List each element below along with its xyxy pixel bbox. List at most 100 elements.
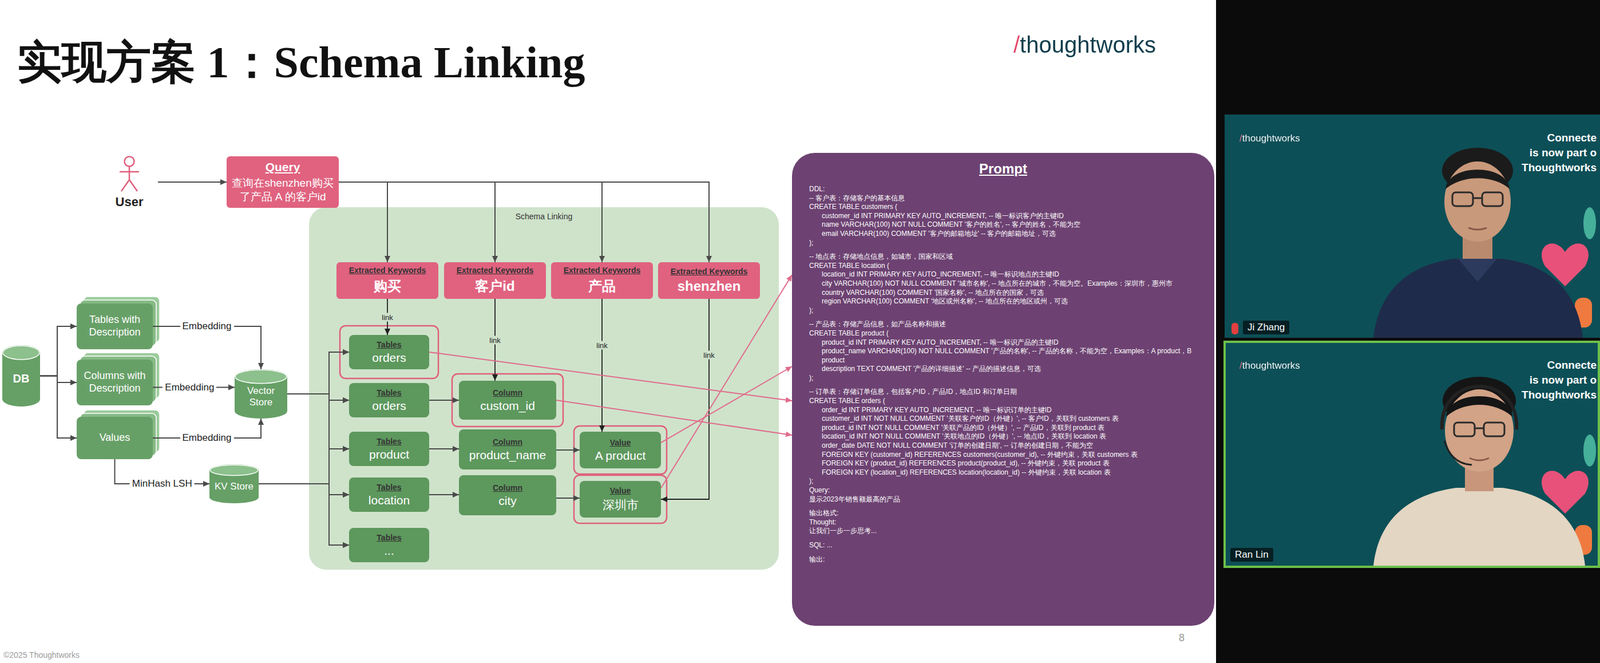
cylinder-body [2, 345, 41, 407]
banner-text: is now part o [1529, 146, 1597, 160]
box-text: 深圳市 [602, 496, 639, 513]
box-text: 查询在shenzhen购买了产品 A 的客户id [231, 176, 335, 204]
connector [338, 181, 710, 263]
source-stack: Columns with Description [76, 359, 153, 406]
box-heading: Tables [376, 436, 402, 446]
prompt-line: 显示2023年销售额最高的产品 [809, 494, 1198, 505]
schema-linking-region: Schema LinkingExtracted Keywords购买Extrac… [309, 207, 779, 570]
cylinder-top [2, 345, 40, 360]
prompt-line: -- 客户表：存储客户的基本信息 [809, 193, 1198, 204]
muted-mic-icon [1231, 322, 1239, 335]
slide-ground [0, 0, 1217, 663]
box-text: location [368, 493, 410, 508]
connector [429, 448, 459, 450]
connector [258, 483, 350, 495]
prompt-line: name VARCHAR(100) NOT NULL COMMENT '客户的姓… [809, 220, 1198, 230]
highlight-outline [573, 425, 667, 474]
user-figure [113, 155, 145, 193]
video-tile [1224, 341, 1599, 567]
prompt-line: Thought: [809, 517, 1198, 528]
box-label: KV Store [214, 480, 254, 493]
call-ground [1216, 0, 1600, 663]
user-actor: User [100, 155, 158, 216]
prompt-line: region VARCHAR(100) COMMENT '地区或州名称', --… [809, 296, 1198, 307]
box-heading: Value [610, 485, 632, 495]
collar [1458, 258, 1497, 282]
prompt-line: product_name VARCHAR(100) NOT NULL COMME… [809, 346, 1198, 365]
database-cylinder: DB [2, 345, 41, 407]
keyword-box: Extracted Keywords客户id [444, 262, 546, 299]
participant-figure [1373, 147, 1583, 338]
prompt-line: ); [809, 476, 1198, 486]
table-box: Tableslocation [349, 477, 430, 512]
box-label: Columns with Description [81, 369, 149, 395]
connector [152, 326, 261, 370]
box-label: Schema Linking [515, 211, 573, 221]
value-box: ValueA product [579, 431, 661, 469]
face [1444, 161, 1511, 242]
table-box: Tablesorders [349, 334, 430, 370]
box-text: A product [595, 448, 647, 463]
column-box: Columncustom_id [458, 380, 557, 420]
query-box: Query 查询在shenzhen购买了产品 A 的客户id [226, 156, 339, 208]
box-text: orders [371, 398, 407, 413]
highlight-outline [573, 474, 667, 524]
box-text: orders [371, 350, 407, 365]
keyword-box: Extracted Keywords产品 [551, 262, 653, 299]
glasses [1454, 422, 1475, 437]
box-text: 产品 [588, 276, 616, 296]
face [1444, 389, 1514, 472]
box-heading: Extracted Keywords [670, 266, 748, 276]
prompt-line: product_id INT NOT NULL COMMENT '关联产品的ID… [809, 423, 1198, 433]
prompt-line: 输出: [809, 555, 1198, 565]
cylinder-body [209, 464, 259, 504]
leaf-shape [1583, 207, 1596, 240]
hair-fringe [1446, 395, 1513, 417]
column-box: Columnproduct_name [458, 429, 557, 470]
box-text: 客户id [474, 276, 515, 296]
page-number: 8 [1178, 631, 1185, 645]
connector [556, 449, 580, 451]
prompt-line: -- 产品表：存储产品信息，如产品名称和描述 [809, 319, 1198, 330]
connector [258, 448, 350, 484]
headset-mic [1444, 440, 1472, 465]
keyword-box: Extracted Keywords购买 [336, 262, 439, 299]
column-box: Columncity [458, 474, 557, 516]
connector [157, 181, 227, 183]
brand-logo: /thoughtworks [1013, 30, 1156, 59]
connector [338, 181, 495, 263]
prompt-line: order_date DATE NOT NULL COMMENT '订单的创建日… [809, 441, 1198, 451]
banner-text: Thoughtworks [1521, 161, 1597, 175]
prompt-line: description TEXT COMMENT '产品的详细描述' -- 产品… [809, 364, 1198, 374]
connector [556, 497, 580, 499]
glasses [1483, 422, 1505, 437]
box-heading: Column [492, 482, 523, 493]
connector [660, 298, 710, 499]
shirt [1373, 487, 1586, 566]
prompt-line: location_id INT PRIMARY KEY AUTO_INCREME… [809, 270, 1198, 280]
glasses-bridge [1472, 197, 1483, 200]
edge-label: link [701, 350, 718, 360]
participant-figure [1373, 376, 1586, 566]
banner-text: Connecte [1546, 131, 1597, 145]
headset [1442, 386, 1517, 430]
footer-note: ©2025 Thoughtworks [3, 650, 80, 660]
box-heading: Query [265, 160, 301, 174]
prompt-line: Query: [809, 485, 1198, 495]
prompt-line: country VARCHAR(100) COMMENT '国家名称', -- … [809, 288, 1198, 298]
box-heading: Tables [376, 339, 402, 350]
box-heading: Value [610, 437, 632, 447]
connector [287, 351, 350, 394]
connector [338, 181, 603, 263]
glasses-bridge [1474, 427, 1484, 430]
box-label: Values [99, 431, 131, 445]
glasses [1452, 192, 1473, 207]
edge-label: link [379, 312, 396, 322]
shirt [1373, 258, 1583, 338]
prompt-line: FOREIGN KEY (customer_id) REFERENCES cus… [809, 450, 1198, 460]
edge-label: Embedding [162, 381, 217, 394]
connector [429, 493, 459, 495]
box-heading: Prompt [809, 160, 1198, 177]
connector [40, 375, 77, 439]
